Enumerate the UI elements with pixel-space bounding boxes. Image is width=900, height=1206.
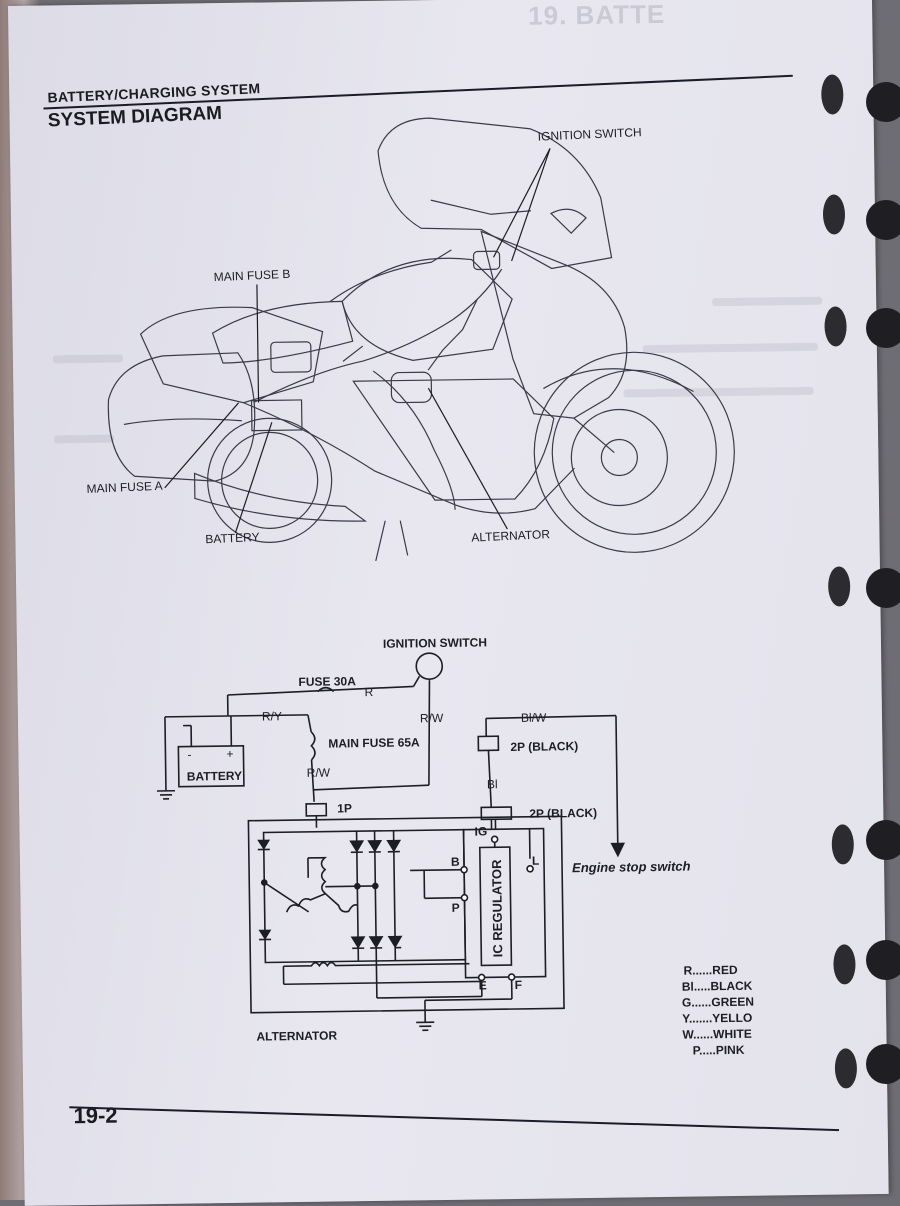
front-fairing bbox=[481, 229, 628, 419]
motorcycle-illustration: IGNITION SWITCH MAIN FUSE B MAIN FUSE A … bbox=[8, 0, 881, 626]
binder-hole bbox=[821, 74, 844, 114]
wiring-schematic: IGNITION SWITCH FUSE 30A R R/Y R/W Bl/W … bbox=[17, 614, 887, 1096]
schem-battery-pos: + bbox=[226, 747, 233, 761]
legend-color-name: WHITE bbox=[713, 1027, 752, 1042]
frame bbox=[244, 398, 576, 517]
fork bbox=[574, 418, 614, 454]
footer-rule bbox=[69, 1106, 839, 1131]
schem-wire-bl: Bl bbox=[487, 777, 498, 791]
schem-wire-r: R bbox=[365, 685, 374, 699]
schem-wire-rw-bottom: R/W bbox=[307, 766, 331, 780]
schem-terminal-p: P bbox=[452, 901, 460, 915]
label-main-fuse-a: MAIN FUSE A bbox=[86, 479, 163, 496]
schem-fuse-30a: FUSE 30A bbox=[298, 674, 356, 689]
schem-battery-neg: - bbox=[187, 748, 191, 762]
schem-terminal-l: L bbox=[532, 854, 540, 868]
fuse-block bbox=[271, 342, 311, 373]
binder-hole bbox=[824, 306, 847, 346]
alternator-body bbox=[391, 372, 431, 403]
schem-ignition-switch: IGNITION SWITCH bbox=[383, 635, 487, 650]
binder-hole-shadow bbox=[866, 82, 900, 122]
schem-main-fuse: MAIN FUSE 65A bbox=[328, 735, 420, 750]
label-alternator: ALTERNATOR bbox=[471, 527, 551, 544]
fuel-tank bbox=[342, 257, 513, 361]
exhaust bbox=[195, 471, 366, 523]
rear-wheel bbox=[207, 418, 333, 544]
handlebar bbox=[329, 250, 452, 302]
binder-hole bbox=[835, 1048, 858, 1088]
binder-hole-shadow bbox=[866, 568, 900, 608]
rectifier-bridge bbox=[264, 830, 466, 963]
main-fuse-65a-symbol bbox=[311, 732, 315, 760]
schem-battery: BATTERY bbox=[187, 769, 243, 784]
schem-terminal-b: B bbox=[451, 855, 460, 869]
binder-hole bbox=[823, 194, 846, 234]
engine-stop-arrow bbox=[612, 843, 624, 855]
schem-wire-blw: Bl/W bbox=[521, 711, 547, 725]
schem-terminal-e: E bbox=[479, 978, 487, 992]
seat bbox=[212, 301, 353, 363]
connector-1p bbox=[306, 804, 326, 816]
schem-wire-rw-top: R/W bbox=[420, 711, 444, 725]
binder-hole-shadow bbox=[866, 200, 900, 240]
mirror bbox=[551, 209, 586, 233]
legend-row: Bl.....BLACK bbox=[682, 978, 754, 995]
legend-color-name: BLACK bbox=[710, 979, 752, 994]
schem-connector-2p-bottom: 2P (BLACK) bbox=[529, 806, 597, 821]
color-legend: R......RED Bl.....BLACK G......GREEN Y..… bbox=[681, 962, 754, 1059]
legend-code: W bbox=[682, 1028, 693, 1042]
legend-dots: ..... bbox=[699, 1043, 716, 1057]
binder-hole bbox=[833, 944, 856, 984]
connector-2p-top bbox=[478, 736, 498, 750]
legend-row: P.....PINK bbox=[693, 1042, 755, 1059]
schem-connector-1p: 1P bbox=[337, 801, 352, 815]
legend-color-name: YELLO bbox=[712, 1011, 752, 1026]
schem-terminal-f: F bbox=[515, 978, 523, 992]
binder-hole bbox=[828, 566, 851, 606]
front-brake-disc bbox=[571, 409, 668, 506]
binder-hole-shadow bbox=[866, 308, 900, 348]
schem-alternator: ALTERNATOR bbox=[256, 1029, 337, 1044]
label-battery: BATTERY bbox=[205, 530, 260, 546]
legend-row: Y.......YELLO bbox=[682, 1010, 754, 1027]
binder-hole bbox=[832, 824, 855, 864]
legend-row: G......GREEN bbox=[682, 994, 754, 1011]
lower-fairing bbox=[353, 378, 555, 501]
label-ignition-switch: IGNITION SWITCH bbox=[537, 125, 642, 144]
front-wheel bbox=[533, 351, 736, 554]
legend-dots: ...... bbox=[692, 963, 712, 977]
binder-hole-shadow bbox=[866, 940, 900, 980]
legend-dots: ....... bbox=[689, 1011, 713, 1025]
schem-engine-stop-switch: Engine stop switch bbox=[572, 859, 691, 876]
left-pannier bbox=[108, 353, 256, 483]
legend-row: W......WHITE bbox=[682, 1026, 754, 1043]
legend-color-name: GREEN bbox=[711, 995, 754, 1010]
schem-ic-regulator: IC REGULATOR bbox=[489, 859, 505, 958]
legend-code: R bbox=[683, 964, 692, 978]
schem-wire-ry: R/Y bbox=[262, 709, 282, 723]
label-main-fuse-b: MAIN FUSE B bbox=[213, 267, 290, 284]
legend-color-name: PINK bbox=[716, 1043, 745, 1057]
schem-terminal-ig: IG bbox=[474, 824, 487, 838]
binder-hole-shadow bbox=[866, 1044, 900, 1084]
legend-dots: ...... bbox=[691, 995, 711, 1009]
legend-color-name: RED bbox=[712, 963, 738, 977]
legend-dots: ..... bbox=[694, 979, 711, 993]
legend-code: Bl bbox=[682, 980, 694, 994]
schem-connector-2p-top: 2P (BLACK) bbox=[510, 739, 578, 754]
ignition-switch-symbol bbox=[416, 653, 442, 679]
binder-hole-shadow bbox=[866, 820, 900, 860]
legend-row: R......RED bbox=[683, 962, 753, 979]
legend-dots: ...... bbox=[693, 1027, 713, 1041]
side-stand bbox=[375, 520, 408, 560]
manual-page: 19. BATTE BATTERY/CHARGING SYSTEM SYSTEM… bbox=[8, 0, 889, 1206]
leader-main-fuse-a bbox=[164, 403, 240, 488]
rear-cowl bbox=[140, 306, 323, 404]
leader-main-fuse-b bbox=[257, 285, 259, 403]
